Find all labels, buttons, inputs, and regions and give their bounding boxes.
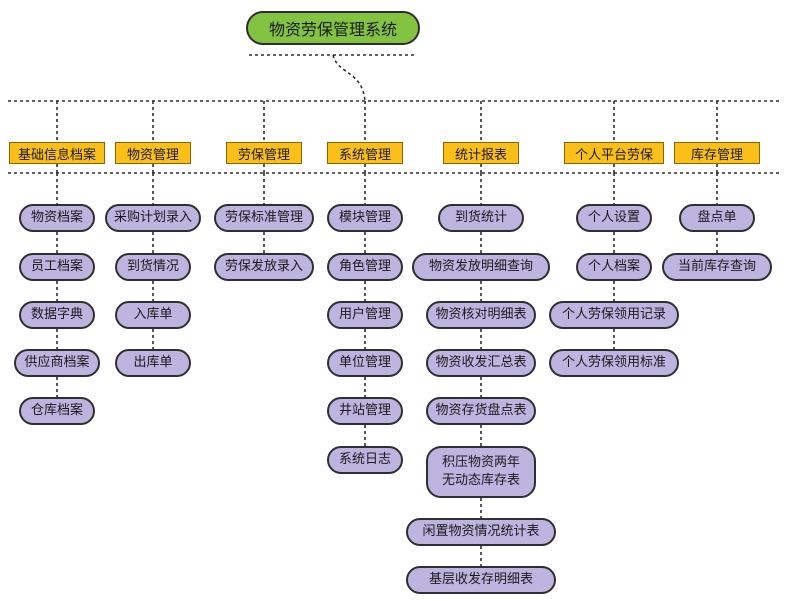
item-node: 劳保发放录入 — [214, 253, 314, 281]
item-node: 当前库存查询 — [662, 253, 772, 281]
category-node: 基础信息档案 — [9, 142, 105, 164]
category-node: 劳保管理 — [226, 142, 302, 164]
item-node: 单位管理 — [327, 349, 403, 377]
item-node: 员工档案 — [19, 253, 95, 281]
item-node: 数据字典 — [19, 301, 95, 329]
item-node: 个人劳保领用标准 — [549, 349, 679, 377]
category-node: 库存管理 — [674, 142, 760, 164]
item-node: 角色管理 — [327, 253, 403, 281]
category-node: 个人平台劳保 — [564, 142, 664, 164]
category-node: 系统管理 — [327, 142, 403, 164]
item-node: 基层收发存明细表 — [406, 566, 556, 594]
item-node: 物资核对明细表 — [426, 301, 536, 329]
item-node: 劳保标准管理 — [214, 204, 314, 232]
root-connector — [332, 54, 366, 102]
item-node: 系统日志 — [327, 446, 403, 474]
item-node: 个人档案 — [576, 253, 652, 281]
item-node: 个人劳保领用记录 — [549, 301, 679, 329]
item-node: 井站管理 — [327, 397, 403, 425]
item-node: 个人设置 — [576, 204, 652, 232]
item-node: 入库单 — [115, 301, 191, 329]
category-node: 统计报表 — [443, 142, 519, 164]
item-node: 仓库档案 — [19, 397, 95, 425]
item-node: 盘点单 — [679, 204, 755, 232]
item-node: 物资发放明细查询 — [412, 253, 550, 281]
item-node: 采购计划录入 — [105, 204, 201, 232]
item-node: 用户管理 — [327, 301, 403, 329]
item-node: 供应商档案 — [14, 349, 100, 377]
item-node: 模块管理 — [327, 204, 403, 232]
item-node: 物资存货盘点表 — [426, 397, 536, 425]
root-node: 物资劳保管理系统 — [246, 11, 420, 45]
item-node: 到货统计 — [438, 204, 524, 232]
item-node: 物资档案 — [19, 204, 95, 232]
item-node: 积压物资两年 无动态库存表 — [426, 446, 536, 498]
category-node: 物资管理 — [115, 142, 191, 164]
item-node: 闲置物资情况统计表 — [406, 518, 556, 546]
item-node: 出库单 — [115, 349, 191, 377]
item-node: 到货情况 — [115, 253, 191, 281]
item-node: 物资收发汇总表 — [426, 349, 536, 377]
